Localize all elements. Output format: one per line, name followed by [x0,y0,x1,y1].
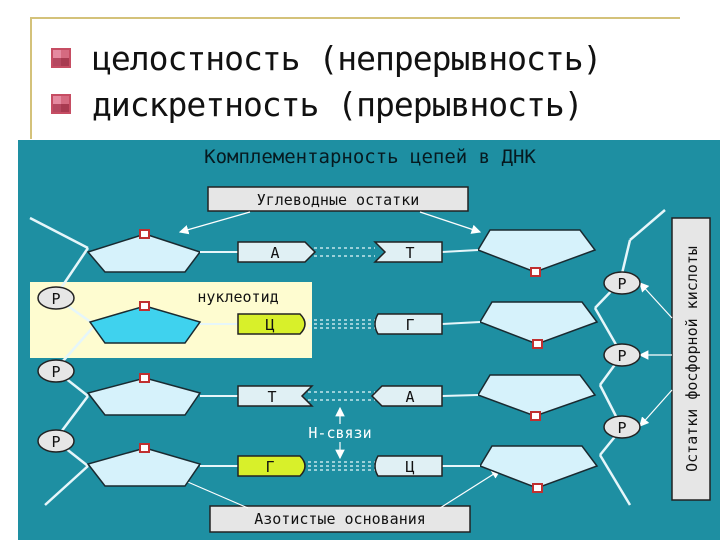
base-letter-right-1: Т [405,244,414,262]
phosphate-symbol: P [617,419,626,437]
sugar-pentagon [86,447,202,487]
nucleotide-label: нуклеотид [197,288,278,306]
phosphate-circle [37,429,75,453]
right-phosphates: P P P [603,271,641,439]
left-phosphates: P P P [37,286,75,453]
phosphate-circle [37,359,75,383]
base-box-right-3 [370,385,443,407]
base-box-left-2 [237,313,306,335]
bullet-item-1: целостность (непрерывность) [50,38,602,78]
base-letter-left-3: Т [267,388,276,406]
diagram-title: Комплементарность цепей в ДНК [204,146,536,168]
phosphate-circle [603,343,641,367]
dna-complementarity-diagram: Комплементарность цепей в ДНК Углеводные… [18,140,720,540]
phosphate-symbol: P [51,433,60,451]
base-label: Азотистые основания [254,510,426,528]
base-letter-left-2: Ц [265,316,274,334]
base-box-left-1 [237,241,317,263]
phosphate-symbol: P [51,290,60,308]
sugar-pentagon [476,374,597,417]
phosphate-symbol: P [617,347,626,365]
base-letter-left-1: А [270,244,279,262]
base-box-right-2 [374,313,443,335]
phosphate-label-box [671,217,711,501]
base-label-box [209,505,471,533]
phosphate-circle [603,415,641,439]
sugar-pentagon [478,445,599,489]
pink-square-bullet-icon [51,48,71,68]
sugar-pentagon-highlighted [88,305,202,344]
pink-square-bullet-icon [51,94,71,114]
phosphate-circle [603,271,641,295]
base-box-left-3 [237,385,314,407]
base-letter-right-2: Г [405,316,414,334]
sugar-label-box [207,186,469,212]
sugar-base-links [200,249,481,467]
top-rule [30,17,680,19]
base-box-left-4 [237,455,306,477]
sugar-markers [139,229,543,493]
base-box-right-4 [374,455,443,477]
phosphate-symbol: P [51,363,60,381]
base-letter-right-4: Ц [405,458,414,476]
bullet-text-1: целостность (непрерывность) [92,38,602,78]
left-rule [30,17,32,139]
sugar-pentagon [478,301,599,345]
bullet-text-2: дискретность (прерывность) [92,84,584,124]
sugar-label: Углеводные остатки [257,191,420,209]
left-sugars [86,233,202,487]
phosphate-symbol: P [617,275,626,293]
sugar-pentagon [476,229,597,273]
base-letter-right-3: А [405,388,414,406]
right-sugars [476,229,599,489]
sugar-pentagon [86,233,202,273]
phosphate-label: Остатки фосфорной кислоты [683,246,701,472]
phosphate-circle [37,286,75,310]
hydrogen-bond-lines [308,247,375,471]
bullet-item-2: дискретность (прерывность) [50,84,584,124]
base-box-right-1 [373,241,443,263]
hydrogen-bonds-label: Н-связи [308,424,371,442]
sugar-pentagon [86,377,202,416]
base-letter-left-4: Г [265,458,274,476]
